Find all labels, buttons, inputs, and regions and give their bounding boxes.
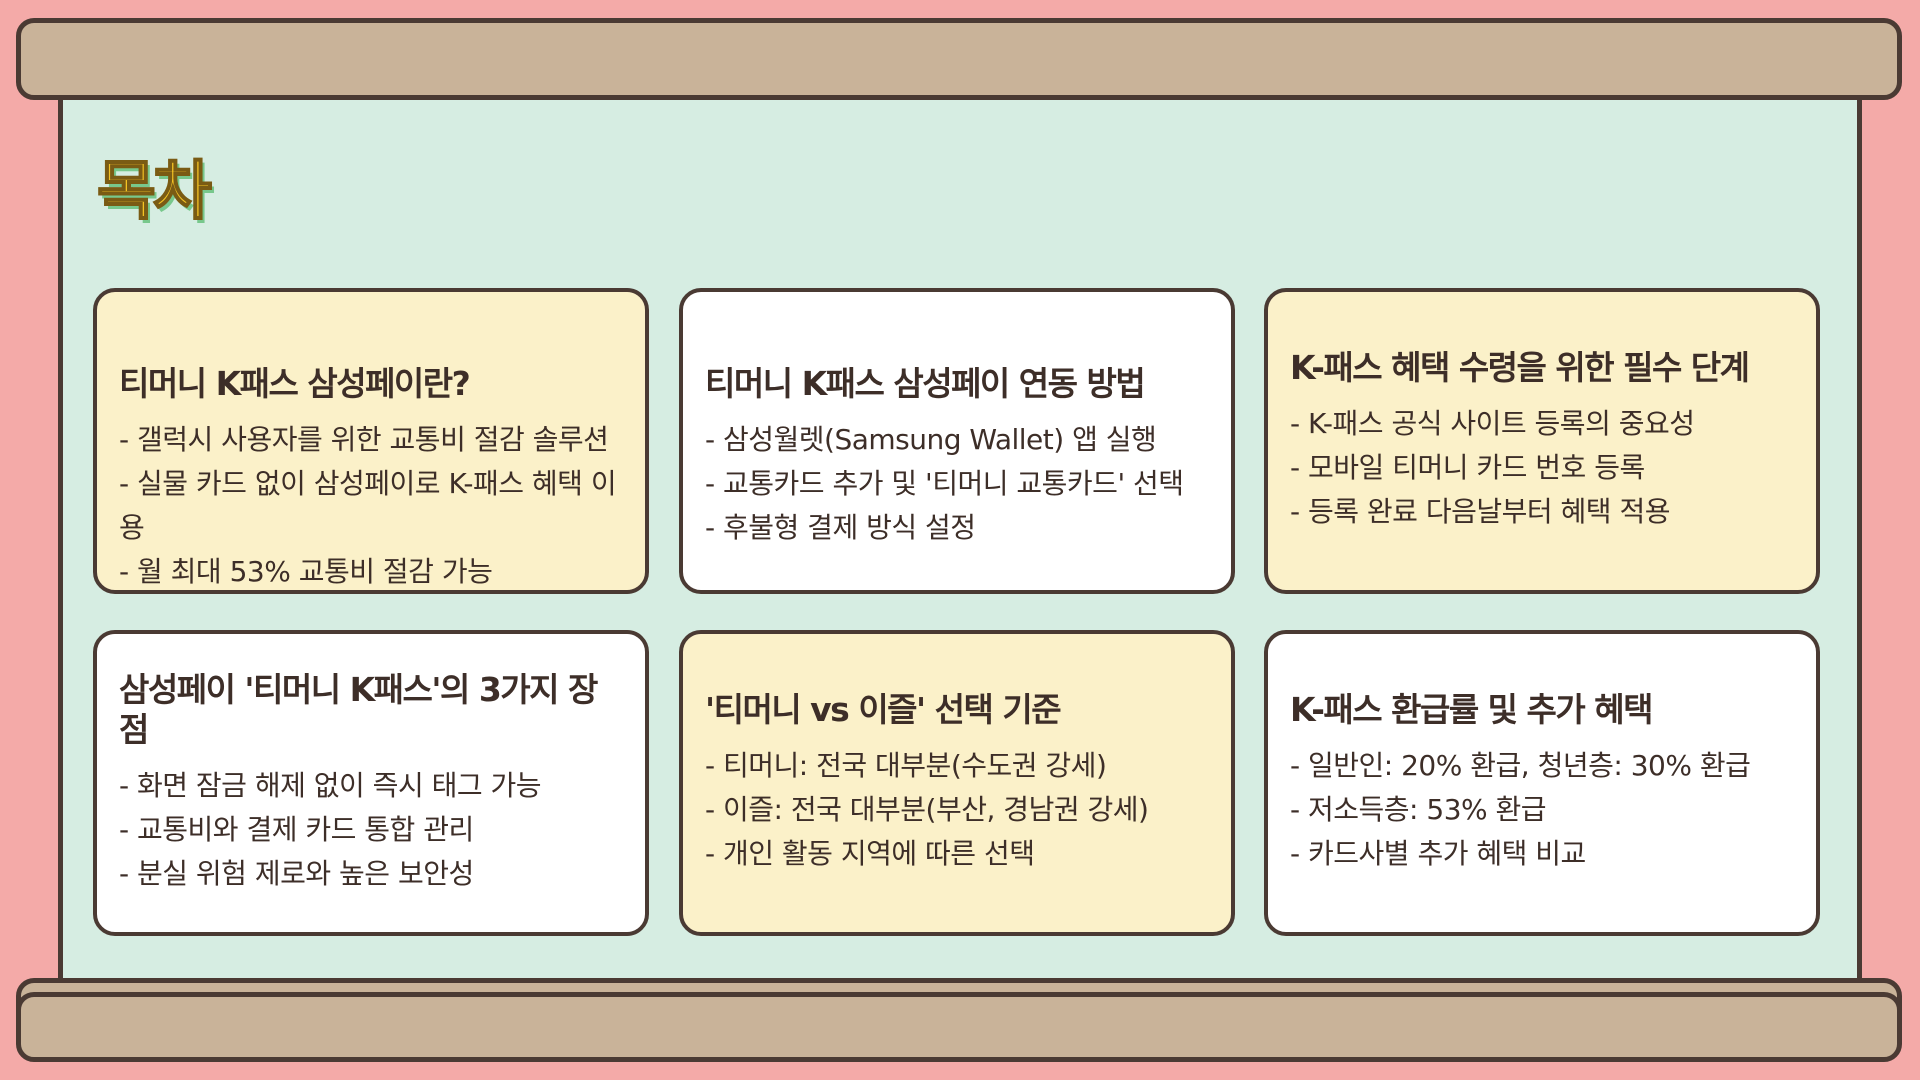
list-item: - 교통카드 추가 및 '티머니 교통카드' 선택: [705, 467, 1184, 500]
toc-card-2: 티머니 K패스 삼성페이 연동 방법 - 삼성월렛(Samsung Wallet…: [679, 288, 1235, 594]
list-item: - 갤럭시 사용자를 위한 교통비 절감 솔루션: [119, 423, 609, 456]
list-item: - 월 최대 53% 교통비 절감 가능: [119, 555, 493, 588]
card-title: K-패스 환급률 및 추가 혜택: [1290, 690, 1653, 729]
card-list: - 갤럭시 사용자를 위한 교통비 절감 솔루션 - 실물 카드 없이 삼성페이…: [119, 418, 623, 594]
list-item: - 실물 카드 없이 삼성페이로 K-패스 혜택 이용: [119, 467, 617, 544]
card-list: - 일반인: 20% 환급, 청년층: 30% 환급 - 저소득층: 53% 환…: [1290, 744, 1794, 876]
toc-card-3: K-패스 혜택 수령을 위한 필수 단계 - K-패스 공식 사이트 등록의 중…: [1264, 288, 1820, 594]
top-scroll-rod: [16, 18, 1902, 100]
list-item: - 티머니: 전국 대부분(수도권 강세): [705, 749, 1107, 782]
list-item: - 화면 잠금 해제 없이 즉시 태그 가능: [119, 769, 542, 802]
list-item: - 저소득층: 53% 환급: [1290, 793, 1547, 826]
list-item: - 일반인: 20% 환급, 청년층: 30% 환급: [1290, 749, 1751, 782]
toc-card-1: 티머니 K패스 삼성페이란? - 갤럭시 사용자를 위한 교통비 절감 솔루션 …: [93, 288, 649, 594]
card-list: - 화면 잠금 해제 없이 즉시 태그 가능 - 교통비와 결제 카드 통합 관…: [119, 764, 623, 896]
page-title: 목차: [96, 154, 213, 230]
card-list: - 티머니: 전국 대부분(수도권 강세) - 이즐: 전국 대부분(부산, 경…: [705, 744, 1209, 876]
list-item: - 모바일 티머니 카드 번호 등록: [1290, 451, 1645, 484]
toc-card-5: '티머니 vs 이즐' 선택 기준 - 티머니: 전국 대부분(수도권 강세) …: [679, 630, 1235, 936]
list-item: - 개인 활동 지역에 따른 선택: [705, 837, 1035, 870]
list-item: - 후불형 결제 방식 설정: [705, 511, 976, 544]
list-item: - K-패스 공식 사이트 등록의 중요성: [1290, 407, 1695, 440]
toc-card-6: K-패스 환급률 및 추가 혜택 - 일반인: 20% 환급, 청년층: 30%…: [1264, 630, 1820, 936]
list-item: - 교통비와 결제 카드 통합 관리: [119, 813, 474, 846]
bottom-scroll-rod: [16, 992, 1902, 1062]
list-item: - 카드사별 추가 혜택 비교: [1290, 837, 1586, 870]
card-title: 티머니 K패스 삼성페이 연동 방법: [705, 364, 1146, 403]
card-title: '티머니 vs 이즐' 선택 기준: [705, 690, 1062, 729]
toc-card-4: 삼성페이 '티머니 K패스'의 3가지 장점 - 화면 잠금 해제 없이 즉시 …: [93, 630, 649, 936]
card-title: K-패스 혜택 수령을 위한 필수 단계: [1290, 348, 1750, 387]
card-list: - K-패스 공식 사이트 등록의 중요성 - 모바일 티머니 카드 번호 등록…: [1290, 402, 1794, 534]
list-item: - 삼성월렛(Samsung Wallet) 앱 실행: [705, 423, 1157, 456]
list-item: - 등록 완료 다음날부터 혜택 적용: [1290, 495, 1671, 528]
card-list: - 삼성월렛(Samsung Wallet) 앱 실행 - 교통카드 추가 및 …: [705, 418, 1209, 550]
card-title: 삼성페이 '티머니 K패스'의 3가지 장점: [119, 670, 598, 749]
list-item: - 분실 위험 제로와 높은 보안성: [119, 857, 474, 890]
list-item: - 이즐: 전국 대부분(부산, 경남권 강세): [705, 793, 1149, 826]
card-title: 티머니 K패스 삼성페이란?: [119, 364, 471, 403]
